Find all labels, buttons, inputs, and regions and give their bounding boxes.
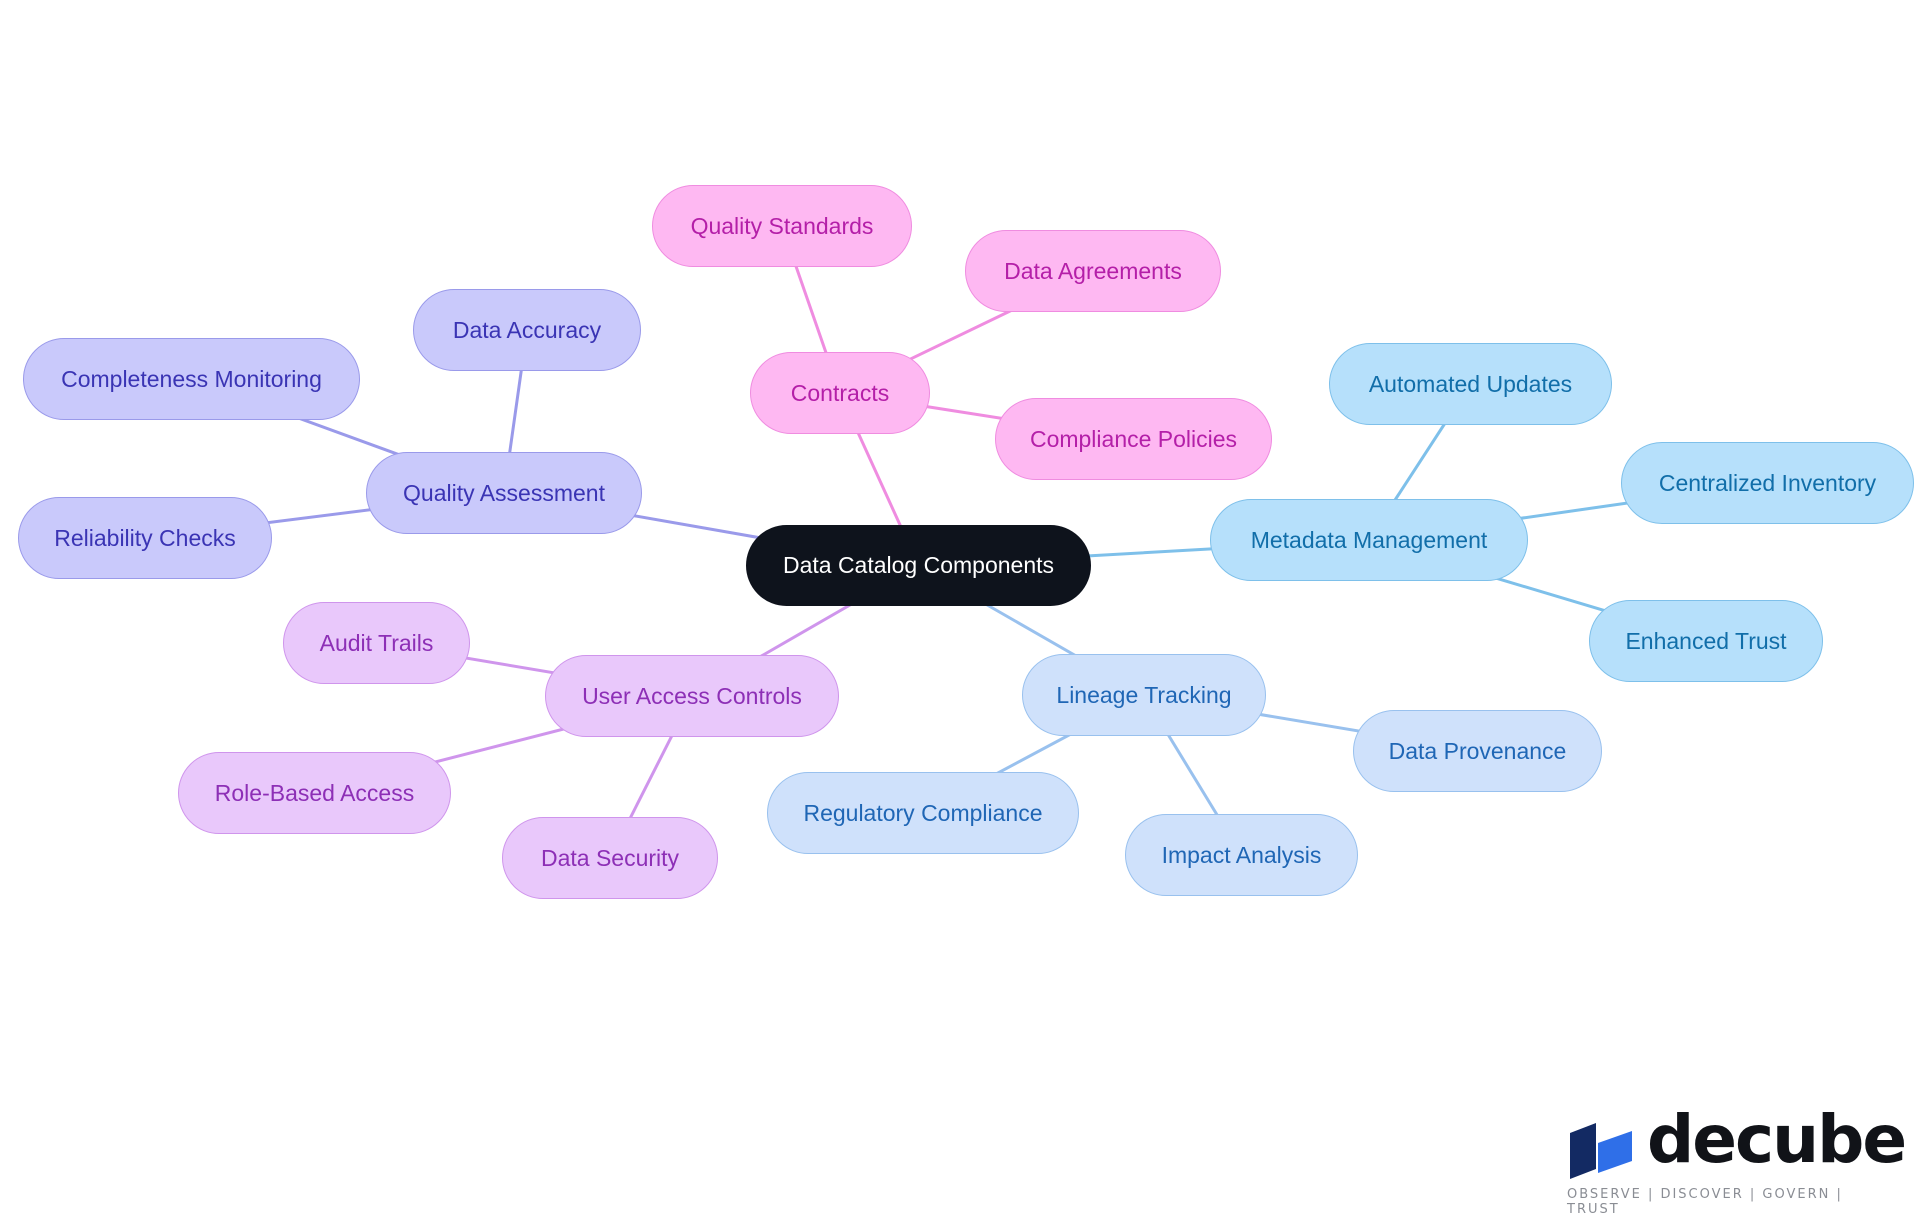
leaf-node-quality-standards-label: Quality Standards (690, 212, 874, 239)
leaf-node-data-provenance: Data Provenance (1353, 710, 1602, 792)
leaf-node-completeness-monitoring: Completeness Monitoring (23, 338, 360, 420)
branch-node-contracts: Contracts (750, 352, 930, 434)
leaf-node-impact-analysis-label: Impact Analysis (1161, 841, 1322, 868)
leaf-node-data-accuracy: Data Accuracy (413, 289, 641, 371)
branch-node-quality-assessment-label: Quality Assessment (403, 479, 605, 506)
branch-node-lineage-tracking-label: Lineage Tracking (1056, 681, 1232, 708)
leaf-node-centralized-inventory: Centralized Inventory (1621, 442, 1914, 524)
leaf-node-compliance-policies: Compliance Policies (995, 398, 1272, 480)
leaf-node-role-based-access: Role-Based Access (178, 752, 451, 834)
decube-logo: decube OBSERVE | DISCOVER | GOVERN | TRU… (1563, 1101, 1907, 1217)
logo-tagline: OBSERVE | DISCOVER | GOVERN | TRUST (1567, 1187, 1843, 1217)
leaf-node-data-security: Data Security (502, 817, 718, 899)
leaf-node-audit-trails-label: Audit Trails (319, 629, 434, 656)
branch-node-user-access-controls: User Access Controls (545, 655, 839, 737)
leaf-node-reliability-checks-label: Reliability Checks (54, 524, 236, 551)
leaf-node-regulatory-compliance-label: Regulatory Compliance (803, 799, 1043, 826)
leaf-node-completeness-monitoring-label: Completeness Monitoring (61, 365, 322, 392)
leaf-node-data-accuracy-label: Data Accuracy (452, 316, 602, 343)
branch-node-lineage-tracking: Lineage Tracking (1022, 654, 1266, 736)
branch-node-user-access-controls-label: User Access Controls (582, 682, 802, 709)
leaf-node-quality-standards: Quality Standards (652, 185, 912, 267)
leaf-node-role-based-access-label: Role-Based Access (214, 779, 415, 806)
decube-logo-icon (1570, 1123, 1632, 1179)
branch-node-metadata-management: Metadata Management (1210, 499, 1528, 581)
leaf-node-automated-updates: Automated Updates (1329, 343, 1612, 425)
root-node: Data Catalog Components (746, 525, 1091, 606)
leaf-node-enhanced-trust-label: Enhanced Trust (1625, 627, 1787, 654)
leaf-node-compliance-policies-label: Compliance Policies (1029, 425, 1238, 452)
leaf-node-data-agreements: Data Agreements (965, 230, 1221, 312)
leaf-node-automated-updates-label: Automated Updates (1368, 370, 1573, 397)
logo-wordmark: decube (1647, 1101, 1907, 1178)
branch-node-quality-assessment: Quality Assessment (366, 452, 642, 534)
leaf-node-audit-trails: Audit Trails (283, 602, 470, 684)
leaf-node-data-security-label: Data Security (540, 844, 680, 871)
branch-node-metadata-management-label: Metadata Management (1250, 526, 1488, 553)
root-node-label: Data Catalog Components (782, 552, 1055, 578)
leaf-node-reliability-checks: Reliability Checks (18, 497, 272, 579)
leaf-node-impact-analysis: Impact Analysis (1125, 814, 1358, 896)
branch-node-contracts-label: Contracts (790, 379, 890, 406)
leaf-node-enhanced-trust: Enhanced Trust (1589, 600, 1823, 682)
leaf-node-data-agreements-label: Data Agreements (1004, 257, 1182, 284)
leaf-node-regulatory-compliance: Regulatory Compliance (767, 772, 1079, 854)
leaf-node-centralized-inventory-label: Centralized Inventory (1658, 469, 1877, 496)
leaf-node-data-provenance-label: Data Provenance (1388, 737, 1567, 764)
